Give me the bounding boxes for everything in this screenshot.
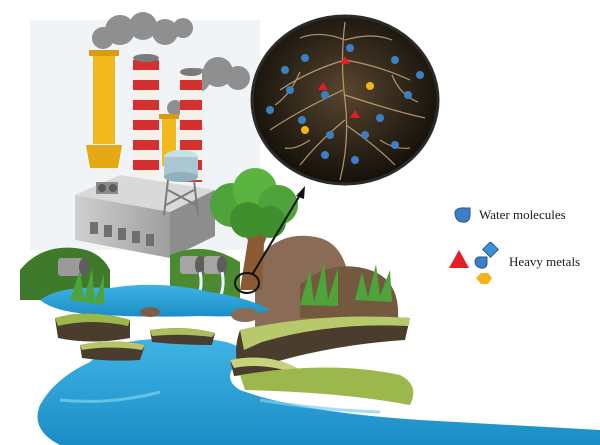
diamond-icon	[482, 242, 499, 258]
water-molecule-icon	[454, 207, 471, 223]
legend-metals-label: Heavy metals	[509, 254, 581, 269]
river	[37, 338, 600, 445]
chimney-striped-1	[133, 54, 159, 176]
root-highlight-circle	[234, 272, 260, 294]
circle-icon	[474, 256, 488, 269]
root-inset-icon	[250, 14, 440, 186]
legend-heavy-metals: Heavy metals	[447, 242, 580, 292]
grass-tufts	[70, 262, 392, 306]
heavy-metals-icon-group	[449, 242, 499, 284]
rocks	[140, 307, 259, 322]
legend-water-label: Water molecules	[479, 207, 566, 222]
chimney-yellow-large	[86, 50, 122, 168]
triangle-icon	[449, 250, 469, 268]
hexagon-icon	[476, 273, 492, 284]
pond-upper	[40, 284, 270, 317]
water-tower-icon	[163, 150, 199, 216]
pointer-arrow-icon	[251, 186, 305, 276]
legend-water-molecules: Water molecules	[453, 206, 566, 224]
drain-pipe-icon	[58, 256, 227, 299]
grass-banks	[55, 313, 414, 405]
factory-icon	[75, 175, 215, 258]
